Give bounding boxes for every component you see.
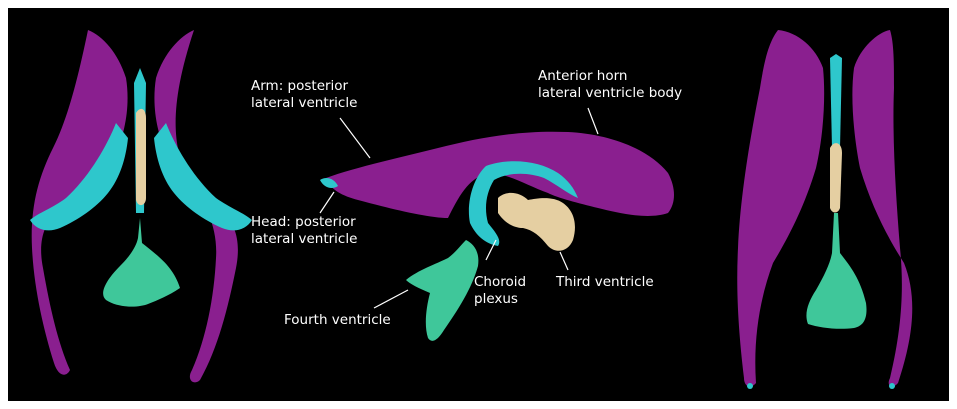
head-posterior-label: Head: posterior lateral ventricle	[251, 214, 357, 248]
right-view-third-ventricle	[830, 143, 842, 212]
left-view-third-ventricle	[136, 109, 146, 205]
ventricle-figure: Arm: posterior lateral ventricle Anterio…	[8, 8, 949, 401]
middle-view-fourth-ventricle	[406, 240, 478, 341]
third-ventricle-label: Third ventricle	[556, 274, 654, 291]
right-view-lateral-ventricle-left	[737, 30, 824, 387]
anterior-horn-leader	[588, 108, 598, 134]
right-view-tip-right	[889, 383, 895, 389]
anterior-horn-label: Anterior horn lateral ventricle body	[538, 68, 682, 102]
right-view	[737, 30, 912, 389]
fourth-ventricle-label: Fourth ventricle	[284, 312, 391, 329]
middle-view-third-ventricle	[498, 193, 575, 251]
right-view-lateral-ventricle-right	[852, 30, 912, 387]
right-view-fourth-ventricle	[806, 213, 866, 329]
ventricle-illustration	[8, 8, 949, 401]
choroid-plexus-label: Choroid plexus	[474, 274, 526, 308]
arm-posterior-label: Arm: posterior lateral ventricle	[251, 78, 357, 112]
third-ventricle-leader	[560, 252, 568, 270]
head-posterior-leader	[320, 192, 334, 213]
right-view-tip-left	[747, 383, 753, 389]
left-view-fourth-ventricle	[103, 218, 180, 307]
right-view-choroid-plexus	[830, 54, 842, 148]
middle-view	[320, 132, 674, 341]
fourth-ventricle-leader	[374, 290, 408, 308]
arm-posterior-leader	[340, 118, 370, 158]
left-view	[30, 30, 252, 382]
